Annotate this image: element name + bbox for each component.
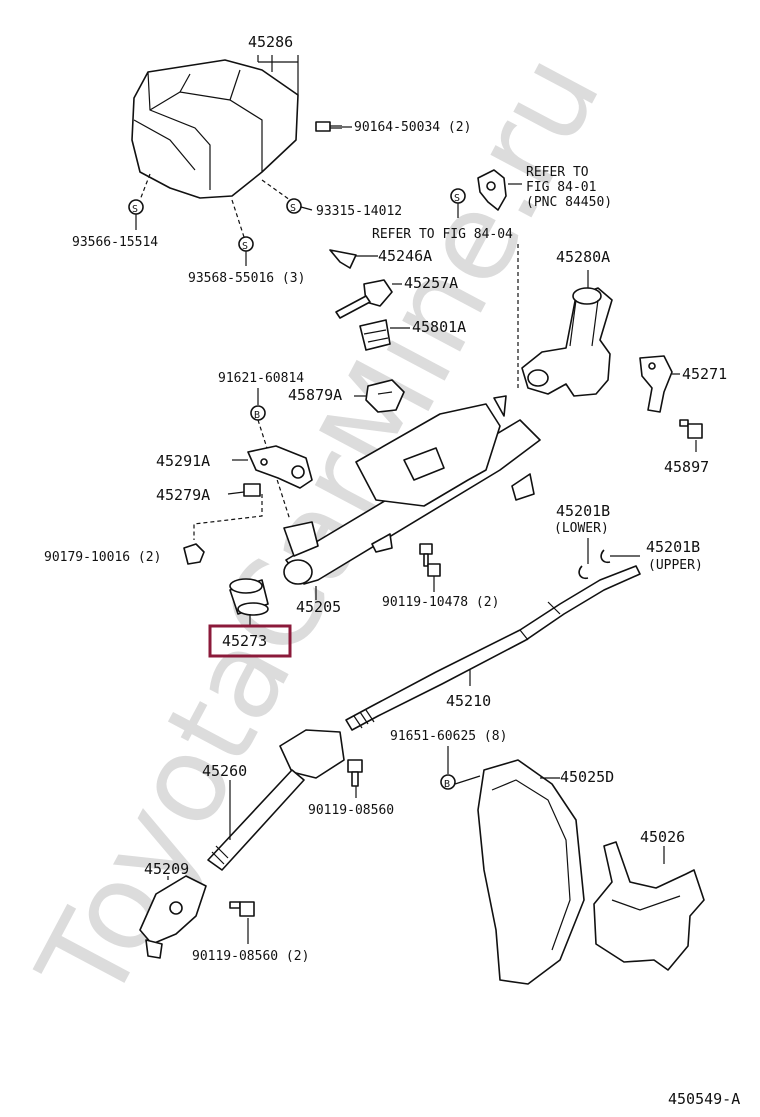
label-45246A: 45246A: [378, 247, 432, 265]
part-45209-u-joint: [139, 875, 207, 959]
label-93568: 93568-55016 (3): [188, 271, 305, 286]
label-90119-08560-2: 90119-08560 (2): [192, 949, 309, 964]
label-45026: 45026: [640, 828, 685, 846]
part-45801A: [359, 319, 391, 351]
label-91651: 91651-60625 (8): [390, 729, 507, 744]
label-45205: 45205: [296, 598, 341, 616]
symbol-s-text: S: [242, 241, 248, 252]
refer-text-2: FIG 84-01: [526, 180, 596, 195]
label-45286: 45286: [248, 33, 293, 51]
symbol-s-text: S: [290, 203, 296, 214]
part-45205-column-tube: [283, 395, 541, 585]
part-45279A: [243, 483, 261, 497]
part-refer-84-01: [477, 169, 507, 211]
part-45291A: [247, 445, 313, 489]
symbol-s-93315: [286, 198, 302, 214]
label-45257A: 45257A: [404, 274, 458, 292]
symbol-b-text: B: [254, 410, 260, 421]
highlight-box-45273[interactable]: [208, 624, 292, 658]
refer-text-1: REFER TO: [526, 165, 589, 180]
diagram-id: 450549-A: [668, 1090, 740, 1108]
label-45025D: 45025D: [560, 768, 614, 786]
part-45879A: [365, 379, 405, 413]
label-90179: 90179-10016 (2): [44, 550, 161, 565]
label-45879A: 45879A: [288, 386, 342, 404]
label-45801A: 45801A: [412, 318, 466, 336]
snap-ring-upper: [600, 549, 611, 564]
symbol-b-text: B: [444, 779, 450, 790]
label-45201B-lower: 45201B: [556, 502, 610, 520]
part-45897: [679, 419, 703, 439]
label-45279A: 45279A: [156, 486, 210, 504]
label-91621: 91621-60814: [218, 371, 304, 386]
part-45273-bushing: [229, 578, 269, 616]
refer-text-84-04: REFER TO FIG 84-04: [372, 227, 513, 242]
label-45201B-upper-tag: (UPPER): [648, 558, 703, 573]
label-90164: 90164-50034 (2): [354, 120, 471, 135]
snap-ring-lower: [578, 565, 589, 580]
label-45280A: 45280A: [556, 248, 610, 266]
symbol-s-text: S: [132, 204, 138, 215]
label-45260: 45260: [202, 762, 247, 780]
part-column-cover: [131, 59, 299, 199]
label-45271: 45271: [682, 365, 727, 383]
part-90179: [183, 543, 205, 565]
symbol-b-91651: [440, 774, 456, 790]
label-45291A: 45291A: [156, 452, 210, 470]
label-90119-10478: 90119-10478 (2): [382, 595, 499, 610]
screw-90164: [315, 121, 342, 132]
label-45897: 45897: [664, 458, 709, 476]
refer-text-3: (PNC 84450): [526, 195, 612, 210]
label-45209: 45209: [144, 860, 189, 878]
part-45280A: [521, 287, 613, 397]
label-45201B-lower-tag: (LOWER): [554, 521, 609, 536]
label-45210: 45210: [446, 692, 491, 710]
label-93315: 93315-14012: [316, 204, 402, 219]
part-90119-08560: [347, 759, 363, 787]
part-90119-10478: [419, 543, 441, 577]
part-45210-steering-shaft: [345, 565, 641, 731]
part-45026-bracket: [593, 841, 705, 971]
symbol-s-text: S: [454, 193, 460, 204]
part-90119-08560-2: [229, 901, 255, 917]
label-45273[interactable]: 45273: [222, 632, 267, 650]
label-90119-08560: 90119-08560: [308, 803, 394, 818]
label-45201B-upper: 45201B: [646, 538, 700, 556]
part-45260-intermediate-shaft: [207, 729, 345, 871]
label-93566: 93566-15514: [72, 235, 158, 250]
part-45271: [639, 355, 673, 413]
part-45025D-boot: [477, 759, 585, 985]
part-45246A: [329, 249, 357, 269]
part-45257A: [335, 279, 393, 319]
